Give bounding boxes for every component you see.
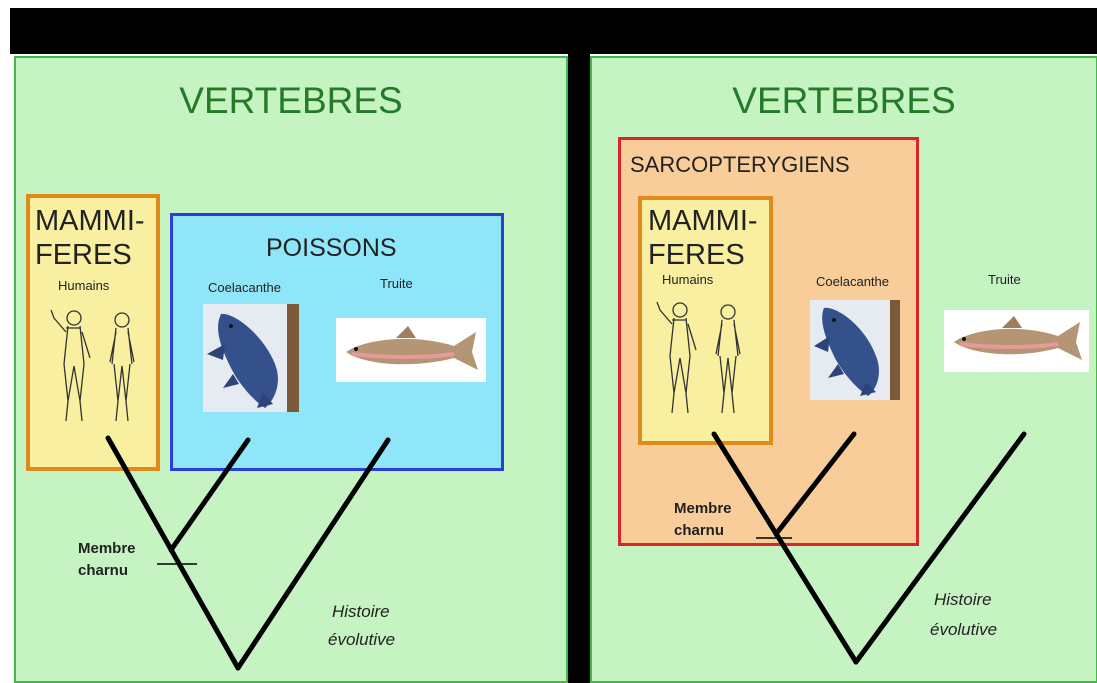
left-panel: VERTEBRES MAMMI- FERES Humains POISSONS … (14, 56, 568, 683)
left-phylogenetic-tree (16, 58, 568, 683)
right-tree-branch-mammals (714, 434, 856, 662)
right-history-label-1: Histoire (934, 586, 992, 614)
left-history-label-1: Histoire (332, 598, 390, 626)
right-tree-branch-coelacanth (776, 434, 854, 534)
center-black-divider (568, 8, 590, 683)
right-trait-label-1: Membre (674, 498, 732, 520)
right-phylogenetic-tree (592, 58, 1097, 683)
top-black-bar (10, 8, 1097, 54)
left-tree-branch-coelacanth (171, 440, 248, 550)
right-history-label-2: évolutive (930, 616, 997, 644)
right-trait-label-2: charnu (674, 520, 724, 542)
left-history-label-2: évolutive (328, 626, 395, 654)
left-trait-label-2: charnu (78, 560, 128, 582)
right-panel: VERTEBRES SARCOPTERYGIENS MAMMI- FERES H… (590, 56, 1097, 683)
left-trait-label-1: Membre (78, 538, 136, 560)
